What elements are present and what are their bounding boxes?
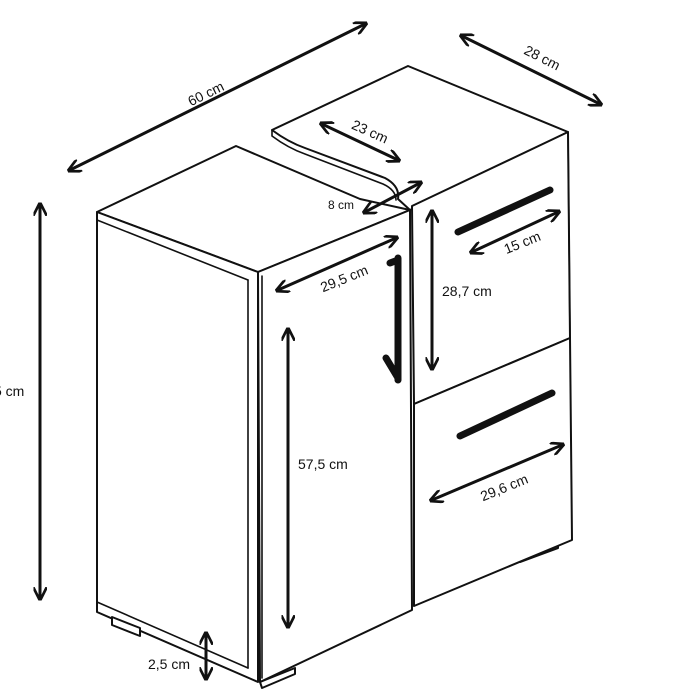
side-bottom-edge [96, 601, 249, 669]
door-height-label: 57,5 cm [298, 456, 348, 472]
door-handle-cap-bottom [382, 354, 402, 382]
height-label: 5 cm [0, 383, 24, 399]
door-handle-cap-top [386, 256, 402, 267]
width-arrow [70, 24, 365, 170]
door-panel [257, 209, 413, 683]
drawer-top-edge [567, 131, 571, 339]
drawer-width-arrow [432, 445, 562, 500]
side-top-edge [96, 219, 249, 281]
cabinet-foot-right [259, 667, 296, 689]
cutout-width-label: 8 cm [328, 198, 354, 212]
depth-arrow [462, 36, 600, 104]
cutout-depth-arrow [322, 124, 398, 160]
drawer-bottom-handle-icon[interactable] [456, 389, 556, 440]
door-width-arrow [278, 238, 396, 290]
cabinet-side-panel [96, 211, 259, 683]
handle-length-arrow [472, 212, 558, 252]
cabinet-foot-left [111, 616, 141, 637]
dimension-lines [40, 24, 600, 678]
plinth-height-label: 2,5 cm [148, 656, 190, 672]
cutout-width-arrow [365, 183, 420, 212]
drawer-height-label: 28,7 cm [442, 283, 492, 299]
